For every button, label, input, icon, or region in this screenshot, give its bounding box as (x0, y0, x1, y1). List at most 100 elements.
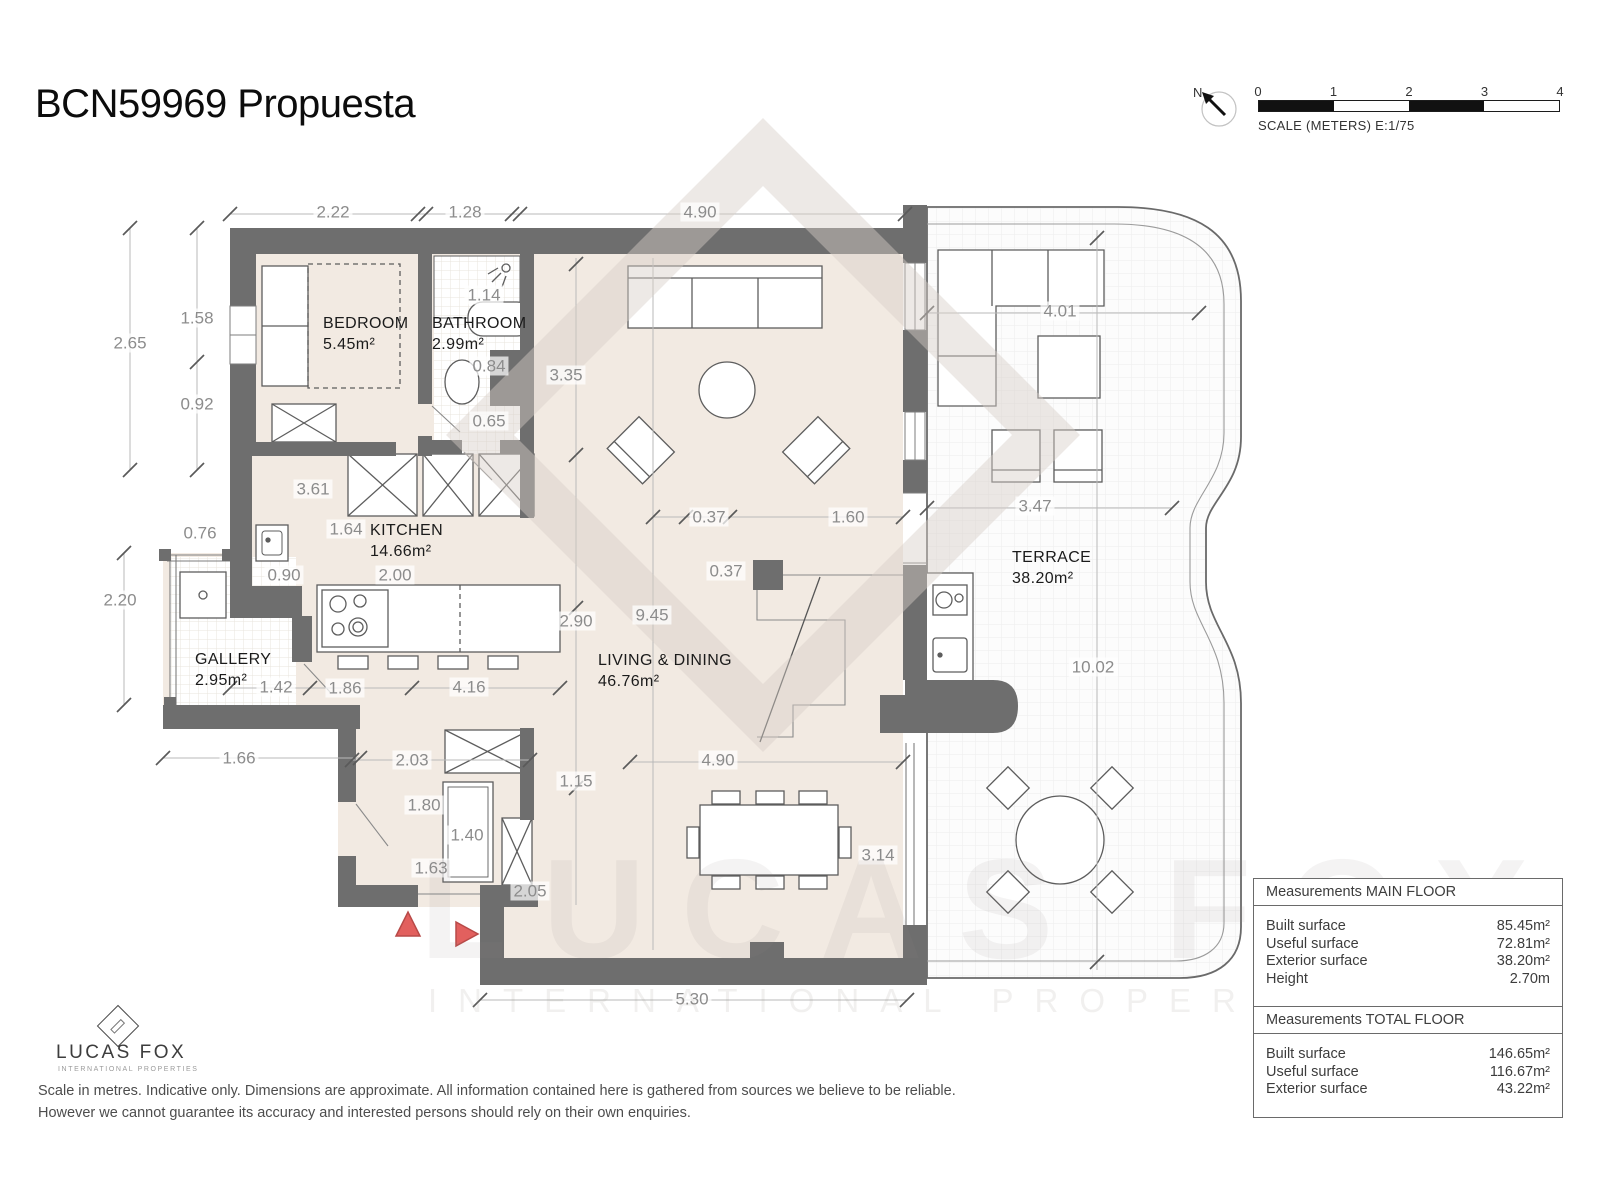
door-leaf (463, 451, 493, 481)
armchair (606, 415, 676, 485)
dining-chair (686, 826, 700, 859)
dimension-label: 2.05 (510, 881, 550, 901)
door-leaf (355, 803, 389, 847)
washing-machine (179, 571, 227, 619)
page-title: BCN59969 Propuesta (35, 82, 416, 126)
scale-segment (1259, 101, 1334, 111)
stool (487, 655, 519, 670)
armchair (781, 415, 851, 485)
dining-chair (838, 826, 852, 859)
dimension-label: 3.61 (293, 479, 333, 499)
terrace-wall-block (880, 680, 1018, 733)
closet (347, 453, 418, 517)
bed-headboard (261, 265, 309, 387)
dimension-label: 10.02 (1068, 657, 1118, 677)
dimension-label: 4.16 (449, 677, 489, 697)
lucas-fox-logo-icon (96, 1004, 140, 1048)
dimension-label: 1.66 (219, 748, 259, 768)
dimension-label: 0.37 (706, 561, 746, 581)
north-arrow-icon (1206, 96, 1227, 117)
windows (159, 262, 927, 925)
scale-caption: SCALE (METERS) E:1/75 (1258, 118, 1415, 133)
dimension-label: 3.35 (546, 365, 586, 385)
scale-tick-label: 0 (1254, 84, 1262, 99)
scale-tick-label: 3 (1480, 84, 1489, 99)
terrace-chair (1053, 429, 1103, 483)
dimension-label: 2.03 (392, 750, 432, 770)
dining-chair (798, 790, 828, 805)
compass-circle (1201, 91, 1237, 127)
terrace-sofa (937, 249, 1105, 407)
disclaimer-line: Scale in metres. Indicative only. Dimens… (38, 1083, 956, 1099)
entrance-arrow-right-icon (455, 920, 480, 948)
scale-tick-label: 4 (1556, 84, 1564, 99)
closet (478, 453, 535, 517)
walls (163, 205, 1018, 985)
terrace-railing-line (927, 223, 1225, 962)
disclaimer-line: However we cannot guarantee its accuracy… (38, 1105, 691, 1121)
dimension-label: 2.00 (375, 565, 415, 585)
outdoor-sink (932, 637, 968, 673)
counter-sketch (303, 405, 903, 847)
dimension-label: 0.84 (469, 356, 509, 376)
dimension-label: 4.90 (698, 750, 738, 770)
dining-chair (798, 875, 828, 890)
north-compass: N (1193, 85, 1237, 127)
table-header: Measurements MAIN FLOOR (1254, 879, 1562, 906)
dimension-label: 2.90 (556, 611, 596, 631)
disclaimer: Scale in metres. Indicative only. Dimens… (38, 1080, 956, 1124)
closet (444, 729, 531, 774)
entrance-arrows (394, 910, 480, 948)
dimension-label: 2.22 (313, 202, 353, 222)
dimension-label: 1.86 (325, 678, 365, 698)
compass-n-label: N (1193, 85, 1202, 100)
terrace-table (1037, 335, 1101, 399)
terrace-area (926, 206, 1242, 979)
dimension-label: 0.92 (177, 394, 217, 414)
dimension-label: 1.42 (256, 677, 296, 697)
north-arrowhead-icon (1202, 92, 1214, 104)
bedroom-closet (271, 403, 337, 443)
terrace-chair (991, 429, 1041, 483)
stool (387, 655, 419, 670)
logo-name: LUCAS FOX (56, 1042, 187, 1063)
shower-head-icon (501, 263, 511, 273)
coffee-table (698, 361, 756, 419)
scale-tick-label: 2 (1405, 84, 1413, 99)
kitchen-island (316, 584, 561, 653)
scale-strip (1258, 100, 1560, 112)
dimension-label: 5.30 (672, 989, 712, 1009)
closet (501, 817, 533, 886)
scale-segment (1484, 101, 1559, 111)
window (904, 411, 926, 461)
apartment-floor (163, 228, 903, 985)
dimension-label: 2.65 (110, 333, 150, 353)
dimension-label: 0.90 (264, 565, 304, 585)
dimension-label: 9.45 (632, 605, 672, 625)
terrace-chair (985, 765, 1031, 811)
outdoor-kitchen (924, 572, 974, 684)
dimension-label: 1.64 (326, 519, 366, 539)
grill (932, 584, 968, 616)
dimension-label: 4.90 (680, 202, 720, 222)
dimension-label: 0.65 (469, 411, 509, 431)
dimension-label: 1.14 (464, 285, 504, 305)
stool (337, 655, 369, 670)
dimension-label: 1.15 (556, 771, 596, 791)
terrace-chair (1089, 869, 1135, 915)
